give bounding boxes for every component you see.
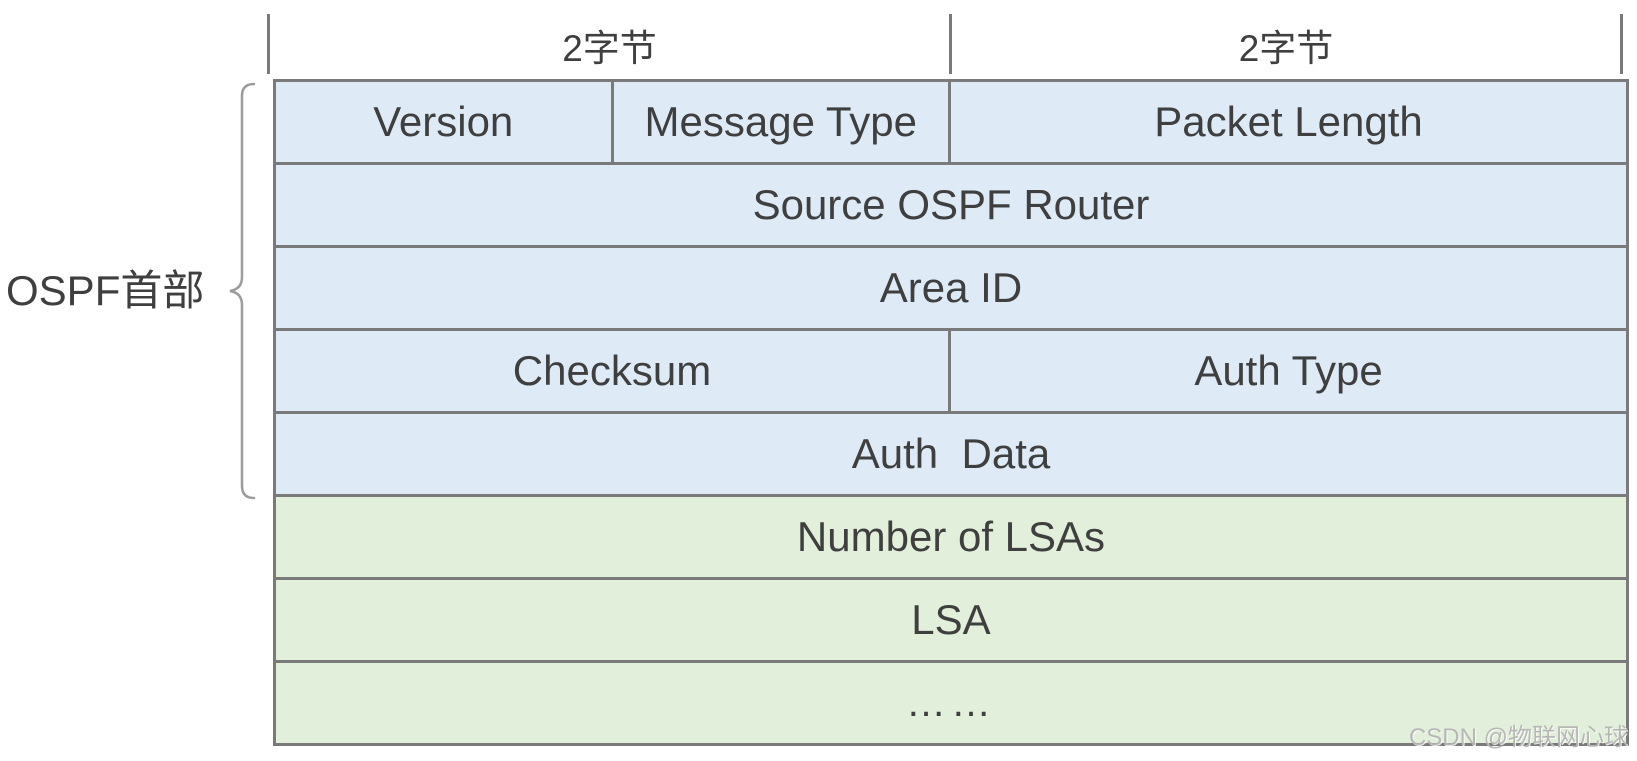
- field-number-of-lsas: Number of LSAs: [276, 497, 1626, 580]
- packet-structure-table: Version Message Type Packet Length Sourc…: [273, 79, 1629, 746]
- field-auth-type: Auth Type: [951, 331, 1626, 414]
- byte-scale-tick-right: [1620, 14, 1623, 74]
- byte-scale-label-left: 2字节: [562, 28, 657, 69]
- section-label-ospf-header: OSPF首部: [6, 267, 205, 314]
- field-packet-length: Packet Length: [951, 82, 1626, 165]
- field-area-id: Area ID: [276, 248, 1626, 331]
- byte-scale-tick-middle: [949, 14, 952, 74]
- byte-scale-tick-left: [267, 14, 270, 74]
- curly-brace-icon: [229, 82, 256, 500]
- field-checksum: Checksum: [276, 331, 951, 414]
- field-ellipsis: ……: [276, 663, 1626, 743]
- field-message-type: Message Type: [613, 82, 951, 165]
- field-lsa: LSA: [276, 580, 1626, 663]
- field-version: Version: [276, 82, 614, 165]
- field-auth-data: Auth Data: [276, 414, 1626, 497]
- watermark: CSDN @物联网心球: [1408, 724, 1628, 751]
- byte-scale-label-right: 2字节: [1238, 28, 1334, 69]
- field-source-ospf-router: Source OSPF Router: [276, 165, 1626, 248]
